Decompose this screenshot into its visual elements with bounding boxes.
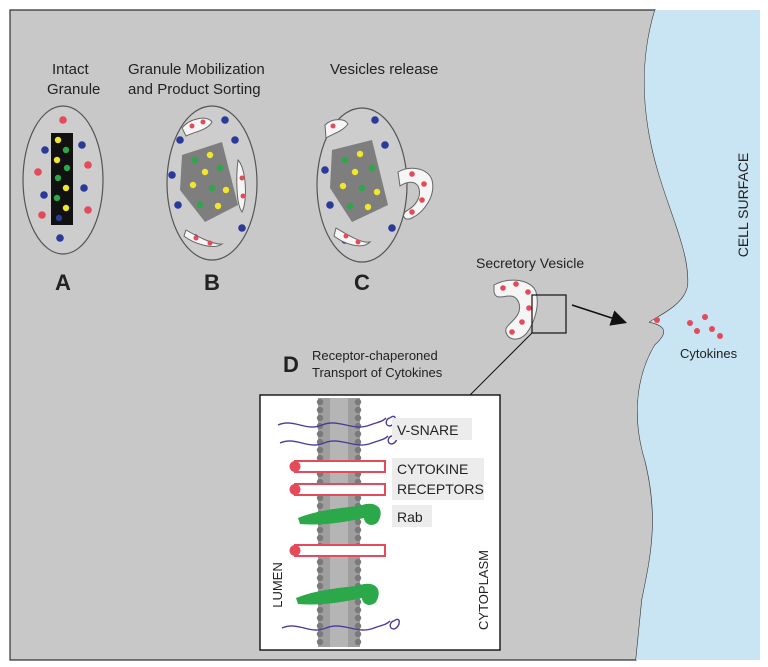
cytokines-label: Cytokines [680,346,738,361]
stage-b-title-line1: Granule Mobilization [128,61,265,78]
cell-surface-label: CELL SURFACE [735,153,751,258]
vsnare-label: V-SNARE [397,422,458,438]
zoom-box [531,294,567,334]
stage-b-title-line2: and Product Sorting [128,81,261,98]
receptors-label-line2: RECEPTORS [397,481,484,497]
v-snare-proteins [277,415,400,631]
vsnare-label-bg [392,418,472,440]
zoom-line [469,332,533,396]
stage-a-title-line2: Granule [47,81,100,98]
curved-vesicle-c [397,167,434,220]
budding-vesicles-b [181,117,246,247]
rab-proteins [296,503,381,605]
rab-label-bg [392,505,432,527]
stage-c-letter: C [354,270,370,295]
arrow-right-icon [571,304,628,326]
secretory-vesicle [493,279,538,340]
receptors-label-bg [392,458,484,500]
granule-core [51,133,73,225]
secretory-vesicle-dots [500,281,532,335]
receptors-label-line1: CYTOKINE [397,461,468,477]
granule-c-dots [321,116,396,244]
stage-a-letter: A [55,270,71,295]
inset-title-line2: Transport of Cytokines [312,365,443,380]
lumen-label: LUMEN [270,562,285,608]
stage-b-letter: B [204,270,220,295]
inset-letter: D [283,352,299,377]
rab-label: Rab [397,509,423,525]
released-vesicles-c [324,119,434,247]
stage-a-title-line1: Intact [52,61,90,78]
secretory-vesicle-label: Secretory Vesicle [476,255,584,271]
stage-c-title-line1: Vesicles release [330,61,438,78]
cytoplasm-label: CYTOPLASM [476,550,491,630]
inset-title-line1: Receptor-chaperoned [312,348,438,363]
cytokine-receptors [289,460,386,557]
released-cytokines [654,314,723,339]
granule-a-dots [34,116,92,242]
extracellular-space [636,10,760,660]
